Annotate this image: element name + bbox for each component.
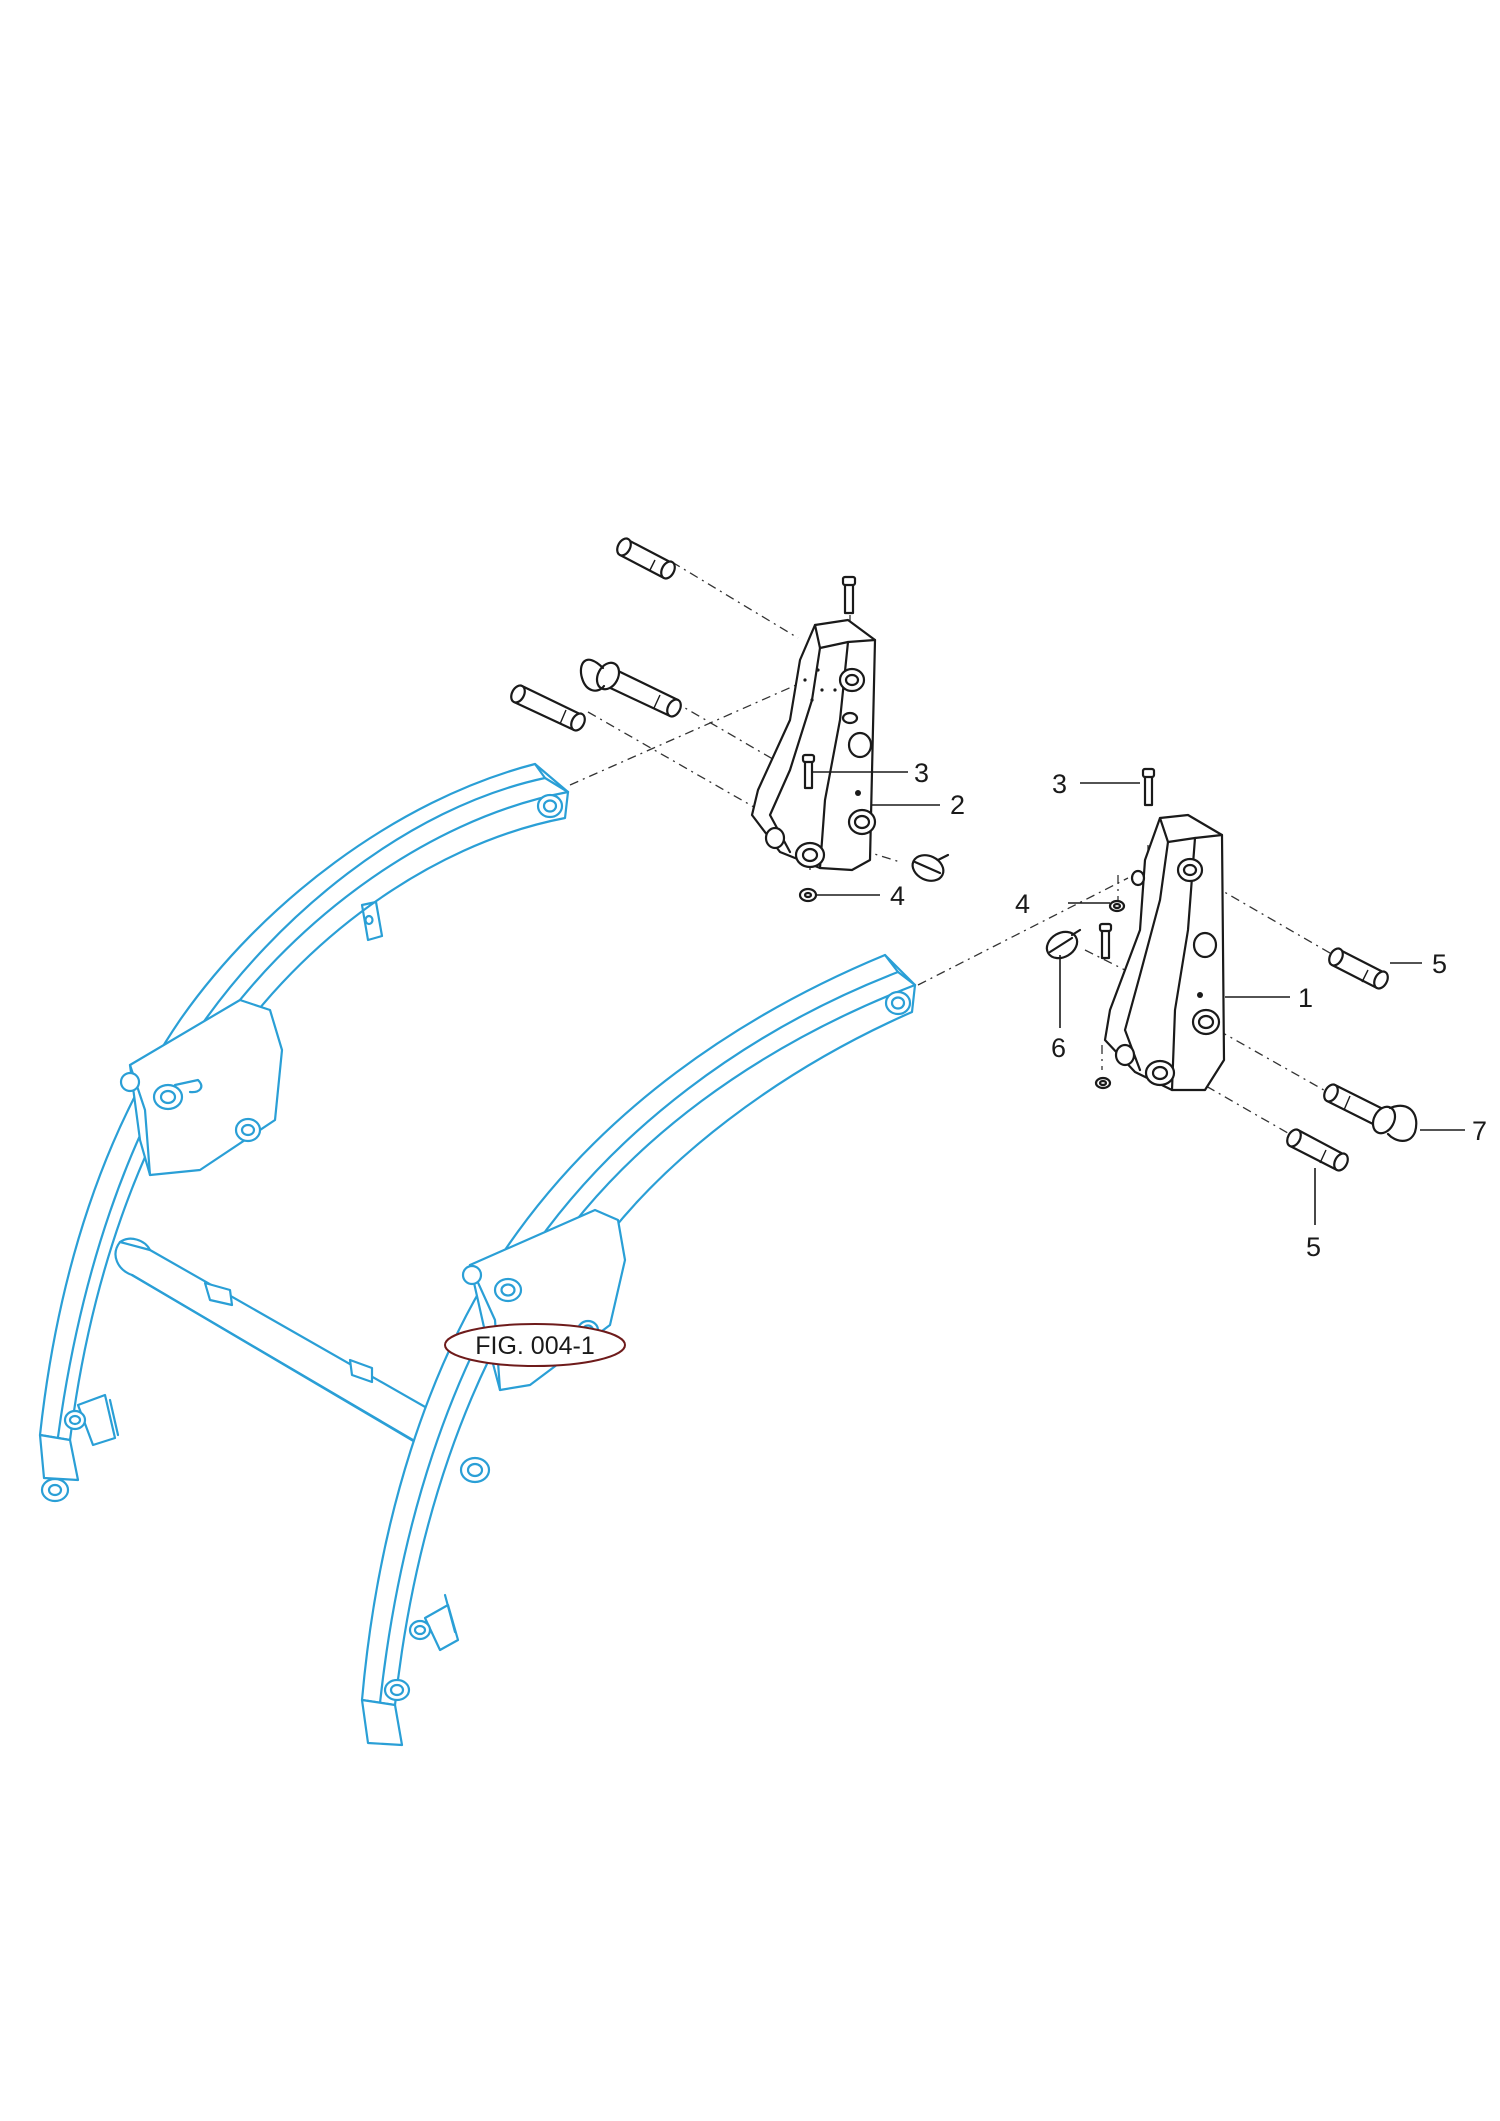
callout-labels: 3 2 4 3 4 1 5 6 7 5 bbox=[890, 758, 1487, 1262]
right-bracket-body bbox=[1103, 813, 1226, 1092]
left-upper-nut bbox=[841, 711, 859, 725]
left-clip bbox=[911, 853, 950, 882]
callout-left-nut: 4 bbox=[890, 881, 905, 911]
callout-left-bolt: 3 bbox=[914, 758, 929, 788]
left-bracket-body bbox=[750, 618, 877, 872]
callout-right-bracket-part: 1 bbox=[1298, 983, 1313, 1013]
right-side-bolt bbox=[1098, 922, 1113, 960]
figure-reference-label: FIG. 004-1 bbox=[475, 1332, 595, 1360]
right-lock-pin bbox=[1323, 1083, 1418, 1142]
left-upper-pin bbox=[616, 537, 676, 580]
right-lower-nut bbox=[1094, 1076, 1112, 1090]
callout-lock-pin: 7 bbox=[1472, 1116, 1487, 1146]
left-bracket-assembly bbox=[510, 537, 950, 903]
right-clip bbox=[1045, 928, 1082, 960]
left-attachment-plate bbox=[119, 998, 284, 1177]
assembly-center-lines bbox=[569, 561, 1343, 1141]
figure-reference-badge[interactable]: FIG. 004-1 bbox=[444, 1323, 626, 1367]
right-frame-arm bbox=[360, 953, 917, 1747]
left-frame-arm bbox=[38, 762, 570, 1503]
callout-clip: 6 bbox=[1051, 1033, 1066, 1063]
right-bracket-assembly bbox=[1045, 767, 1418, 1172]
left-bolt bbox=[801, 753, 816, 790]
callout-right-nut: 4 bbox=[1015, 889, 1030, 919]
right-lower-pin bbox=[1286, 1128, 1349, 1172]
callout-right-upper-pin: 5 bbox=[1432, 949, 1447, 979]
callout-right-lower-pin: 5 bbox=[1306, 1232, 1321, 1262]
frame-cross-tube bbox=[114, 1237, 450, 1454]
callout-right-bolt: 3 bbox=[1052, 769, 1067, 799]
left-nut bbox=[798, 887, 818, 903]
left-top-bolt bbox=[841, 575, 857, 615]
right-upper-pin bbox=[1328, 947, 1389, 990]
callout-leaders bbox=[812, 771, 1465, 1225]
loader-frame bbox=[38, 762, 917, 1747]
callout-left-bracket-part: 2 bbox=[950, 790, 965, 820]
left-lock-pin bbox=[579, 658, 682, 718]
left-lower-pin bbox=[510, 684, 586, 732]
right-nut bbox=[1108, 899, 1126, 913]
right-top-bolt bbox=[1141, 767, 1156, 807]
